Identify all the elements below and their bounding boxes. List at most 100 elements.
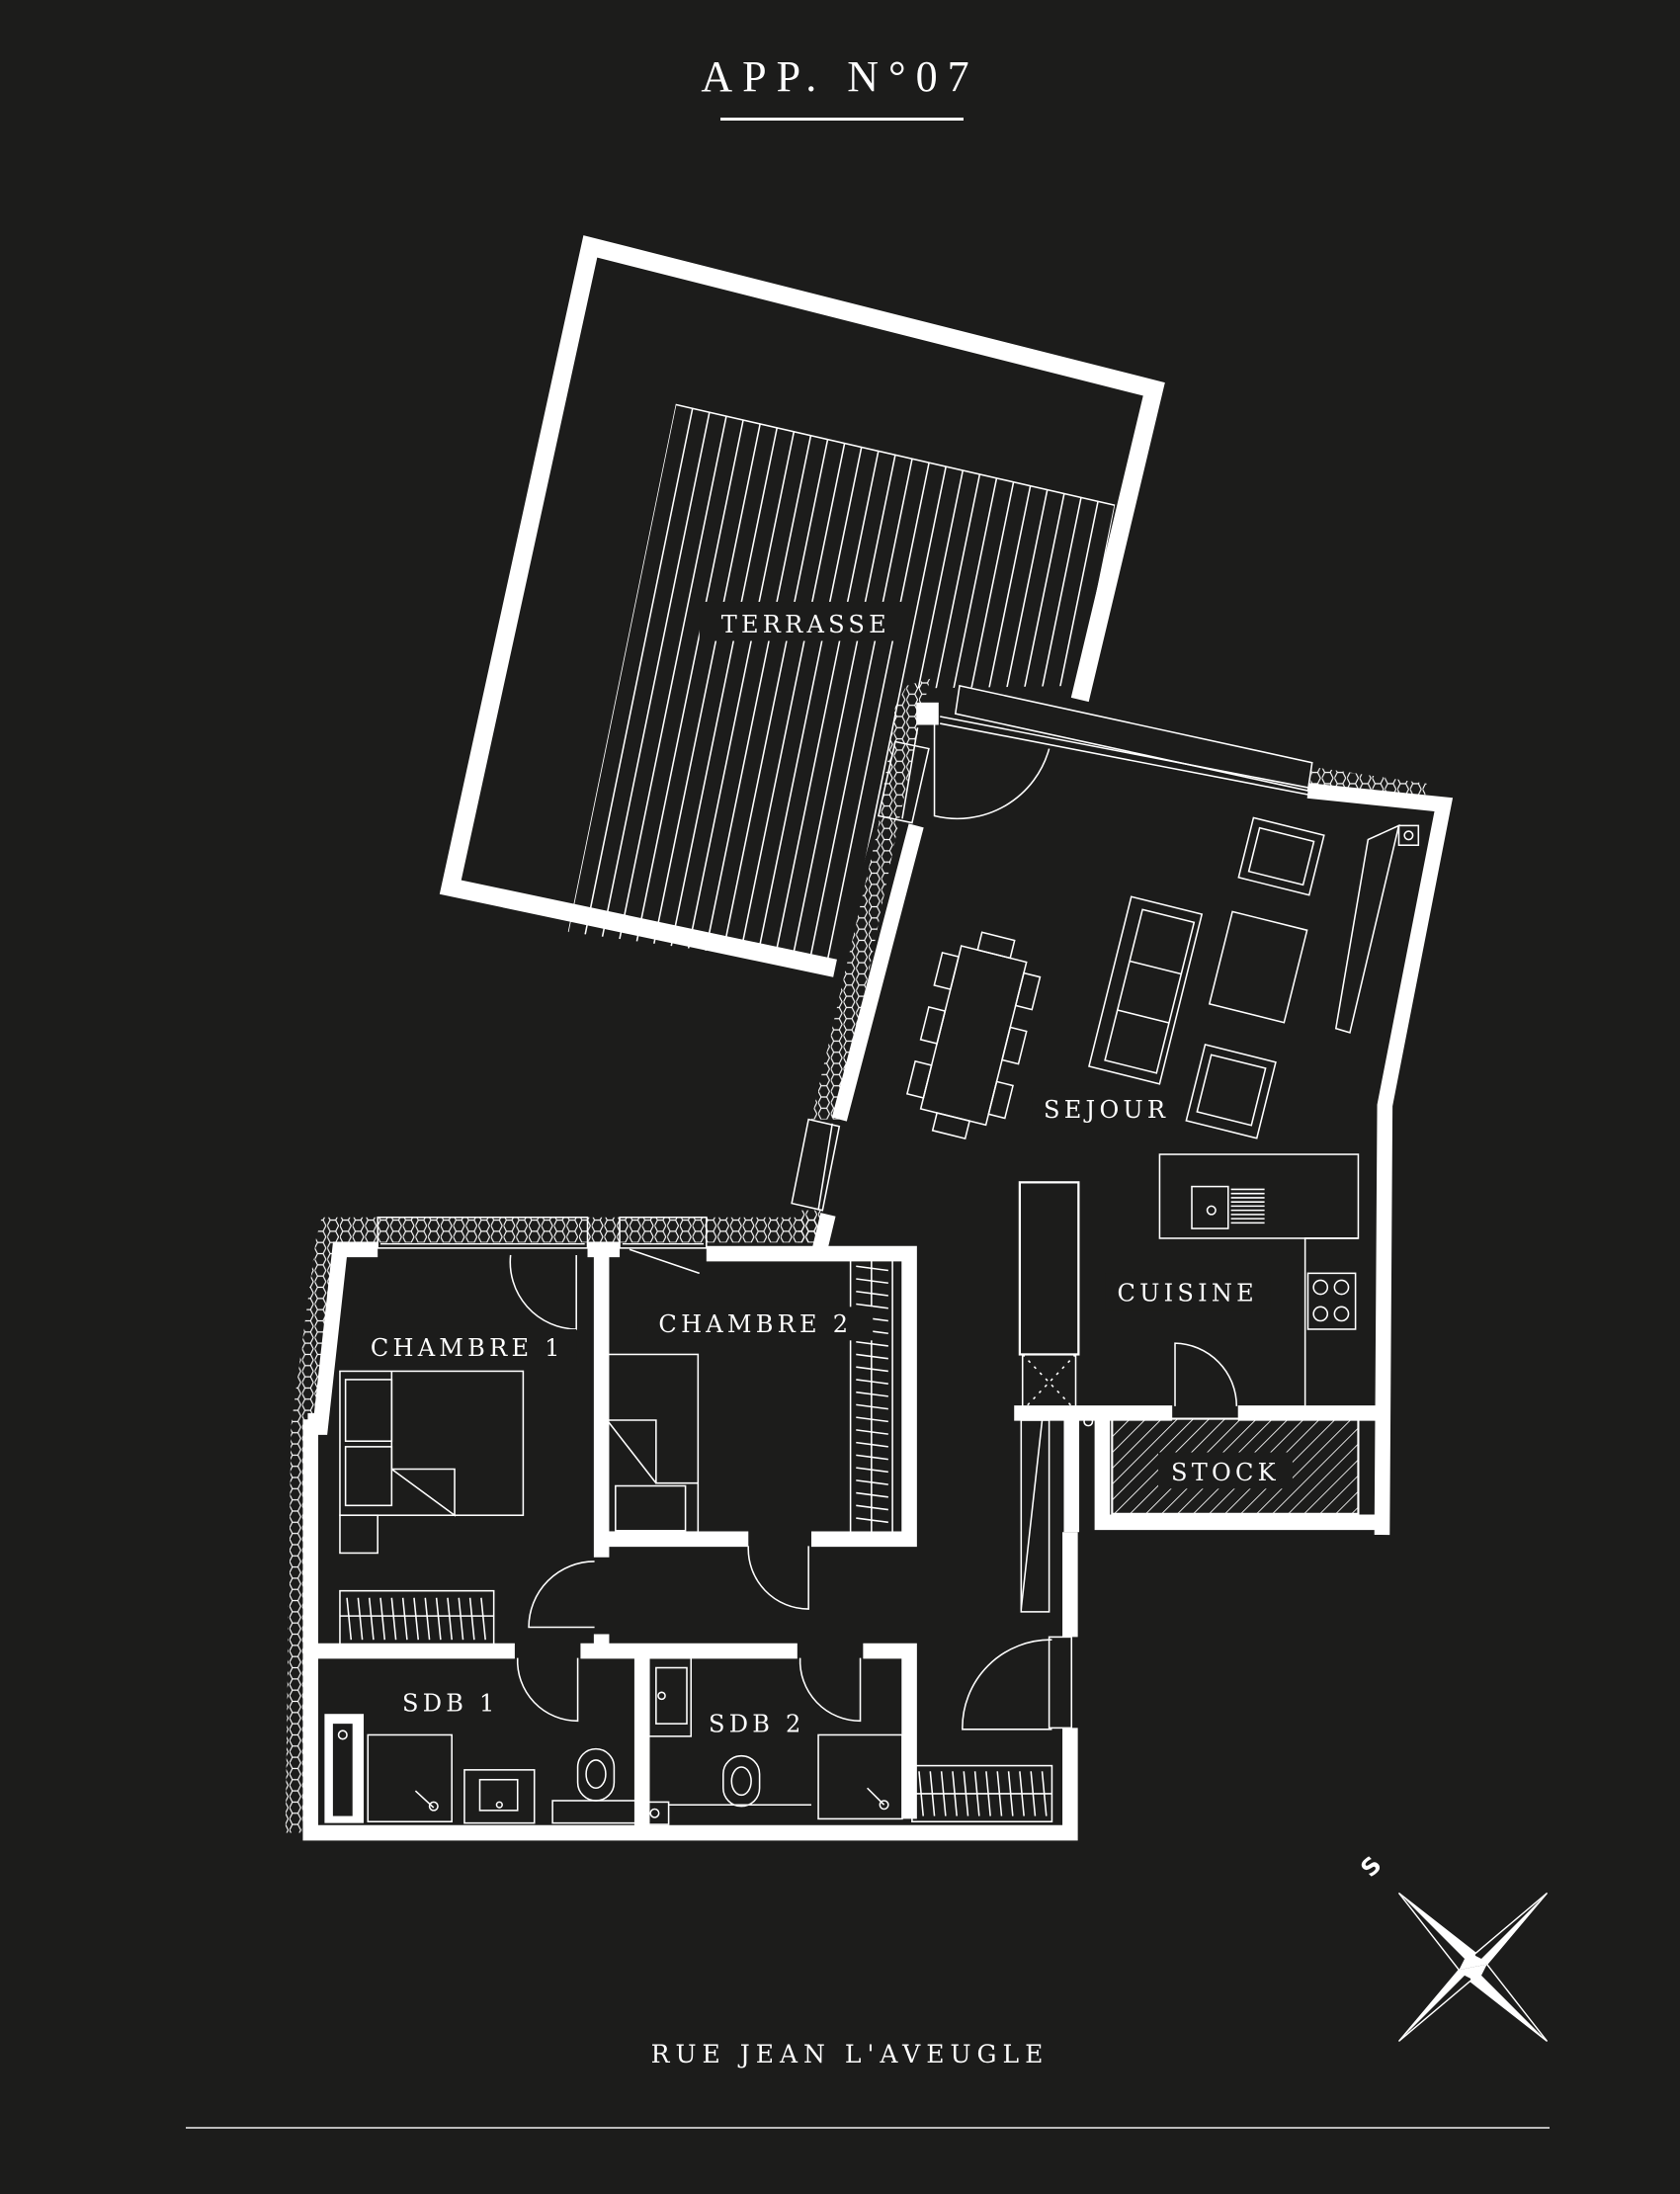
hanger (1019, 1771, 1025, 1816)
sliding-door-part (1334, 824, 1400, 1034)
terrace-door-swing (933, 720, 1050, 820)
bathroom-1: SDB 1 (324, 1657, 637, 1824)
title-underline (720, 118, 964, 121)
storage-wall (1094, 1412, 1383, 1531)
shower (367, 1733, 453, 1823)
hanger (346, 1597, 353, 1641)
wardrobe-hangers (339, 1597, 494, 1641)
living-top-wall (1306, 783, 1454, 1536)
hanger (856, 1479, 888, 1485)
basin-bowl (478, 1778, 519, 1812)
footer-divider (186, 2127, 1550, 2129)
door-swing (528, 1561, 595, 1629)
room-label-chambre-1: CHAMBRE 1 (371, 1334, 564, 1362)
terrace: TERRASSE (439, 235, 1165, 977)
pillow (344, 1379, 393, 1442)
chair (931, 1112, 971, 1140)
room-label-chambre-2: CHAMBRE 2 (658, 1310, 852, 1338)
duct-mark (649, 1808, 660, 1818)
deck-slat (754, 455, 896, 969)
toilet (722, 1754, 761, 1808)
fixture (1083, 1416, 1094, 1427)
hanger (379, 1597, 386, 1641)
burner (1333, 1306, 1350, 1322)
radiator-knob (337, 1730, 348, 1740)
shower-line (414, 1790, 435, 1809)
deck-slat (567, 408, 694, 969)
deck-slat (567, 404, 677, 969)
wardrobe-hangers (856, 1259, 888, 1534)
toilet-seat (730, 1766, 752, 1797)
deck-slat (653, 431, 796, 969)
burner (1333, 1279, 1350, 1296)
entrance-hall (911, 1636, 1073, 1823)
planting-strip (810, 678, 931, 1120)
label-background (1158, 1452, 1293, 1489)
living-window-part (940, 716, 1310, 789)
hanger (856, 1278, 888, 1285)
living-side-window-part (817, 1123, 833, 1211)
label-background (699, 601, 910, 641)
compass-south-label: S (1356, 1851, 1387, 1883)
deck-slat (973, 505, 1116, 969)
hanger (368, 1597, 375, 1641)
stock-door-swing (1174, 1342, 1238, 1406)
chair (933, 952, 960, 990)
sofa-part (1129, 960, 1182, 975)
deck-slat (670, 435, 812, 969)
window-swing (629, 1248, 700, 1275)
hanger (856, 1491, 888, 1498)
washbasin (463, 1769, 536, 1824)
decking-edge (675, 403, 1116, 507)
hanger (480, 1597, 486, 1641)
kitchen-counter (1303, 1237, 1359, 1406)
hanger (856, 1366, 888, 1373)
hanger (996, 1771, 1003, 1816)
hanger (856, 1429, 888, 1435)
tap (495, 1801, 503, 1809)
entrance-door-swing (962, 1639, 1052, 1730)
chair (976, 931, 1016, 960)
label-background (1105, 1273, 1271, 1310)
hanger (856, 1379, 888, 1385)
shower (817, 1733, 903, 1820)
wall-corner (307, 1412, 325, 1430)
deck-slat (687, 439, 829, 969)
hanger (856, 1403, 888, 1410)
sofa-part (1117, 1009, 1170, 1024)
window-chambre-1 (377, 1216, 589, 1249)
deck-slat (940, 497, 1082, 969)
deck-slat (957, 501, 1099, 969)
deck-slat (704, 443, 846, 969)
hanger (856, 1290, 888, 1297)
armchair-part (1185, 1044, 1277, 1139)
coffee-table (1208, 910, 1308, 1024)
shower-drain (428, 1801, 439, 1812)
hanger (413, 1597, 420, 1641)
duct (642, 1801, 670, 1825)
living-window-part (877, 740, 930, 824)
deck-slat (804, 465, 947, 969)
storage: STOCK (1020, 1412, 1383, 1613)
armchair-part (1247, 826, 1315, 886)
cabinet-line (1020, 1419, 1044, 1610)
living-room: SEJOUR (791, 684, 1454, 1536)
nightstand (339, 1514, 378, 1555)
sliding-door (1334, 824, 1420, 1034)
chair (1014, 971, 1042, 1011)
door-swing (516, 1657, 579, 1723)
hanger (856, 1265, 888, 1272)
washbasin (648, 1656, 693, 1737)
deck-slat (635, 427, 779, 969)
bathroom-2: SDB 2 (642, 1656, 903, 1825)
basin-bowl (655, 1666, 688, 1725)
hanger (856, 1467, 888, 1474)
hanger (856, 1504, 888, 1511)
room-label-cuisine: CUISINE (1118, 1280, 1258, 1308)
label-background (352, 1328, 577, 1363)
hanger (940, 1771, 947, 1816)
deck-slat (771, 459, 913, 969)
hanger (468, 1597, 475, 1641)
compass-rose-icon (1397, 1892, 1549, 2043)
pillow (344, 1446, 393, 1507)
